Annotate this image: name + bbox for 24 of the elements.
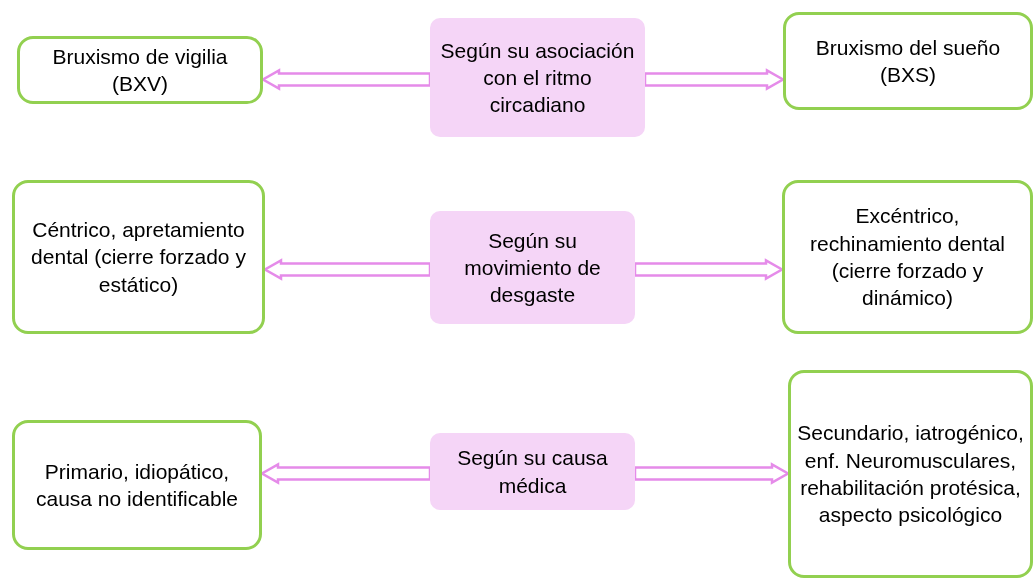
node-text: Bruxismo del sueño (BXS) [814,34,1002,88]
block-arrow [643,68,786,91]
node-text: Según su asociación con el ritmo circadiano [439,37,636,119]
node-text: Según su causa médica [456,445,609,499]
node-text: Secundario, iatrogénico, enf. Neuromusculares, rehabilitación protésica, aspecto psicológico [796,420,1025,529]
node-text: Primario, idiopático, causa no identificable [35,458,239,512]
result-box [788,370,1033,578]
category-box [430,433,635,510]
block-arrow [259,462,432,485]
result-box [782,180,1033,334]
category-box [430,211,635,324]
node-text: Bruxismo de vigilia (BXV) [51,43,229,97]
node-text: Céntrico, apretamiento dental (cierre forzado y estático) [30,217,247,298]
result-box [12,180,265,334]
result-box [12,420,262,550]
node-text: Excéntrico, rechinamiento dental (cierre forzado y dinámico) [809,203,1006,312]
result-box [17,36,263,104]
block-arrow [260,68,432,91]
category-box [430,18,645,137]
node-text: Según su movimiento de desgaste [463,227,602,309]
block-arrow [633,258,785,281]
block-arrow [633,462,791,485]
block-arrow [262,258,432,281]
result-box [783,12,1033,110]
